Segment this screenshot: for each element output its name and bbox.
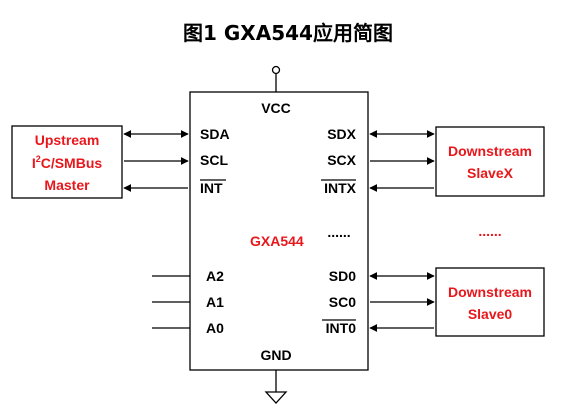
pin-int: INT bbox=[200, 180, 223, 196]
pin-int0: INT0 bbox=[326, 320, 357, 336]
between-slaves-dots: ...... bbox=[478, 223, 501, 239]
slave-0-box bbox=[435, 267, 545, 337]
pin-sdx: SDX bbox=[327, 126, 356, 142]
pin-sd0: SD0 bbox=[329, 268, 356, 284]
pin-sda: SDA bbox=[200, 126, 230, 142]
superscript-2: 2 bbox=[36, 154, 41, 164]
diagram-title: 图1 GXA544应用简图 bbox=[183, 21, 393, 45]
chip-dots: ...... bbox=[327, 224, 350, 240]
pin-a0: A0 bbox=[206, 320, 224, 336]
vcc-supply-terminal bbox=[271, 65, 281, 92]
pin-sc0: SC0 bbox=[329, 294, 356, 310]
slave-0-line2: Slave0 bbox=[468, 306, 513, 322]
chip-name: GXA544 bbox=[250, 233, 304, 249]
slave-x-line2: SlaveX bbox=[467, 165, 514, 181]
vcc-label: VCC bbox=[261, 100, 291, 116]
pin-intx: INTX bbox=[324, 180, 357, 196]
gnd-label: GND bbox=[260, 347, 291, 363]
master-line2: I2C/SMBus bbox=[32, 154, 103, 171]
pin-scl: SCL bbox=[200, 152, 228, 168]
chip-body bbox=[189, 91, 369, 371]
slave-x-box bbox=[435, 126, 545, 197]
pin-a1: A1 bbox=[206, 294, 224, 310]
master-box bbox=[11, 125, 123, 199]
slave-x-line1: Downstream bbox=[448, 143, 532, 159]
pin-scx: SCX bbox=[327, 152, 356, 168]
master-line3: Master bbox=[44, 177, 90, 193]
master-line1: Upstream bbox=[35, 132, 100, 148]
pin-a2: A2 bbox=[206, 268, 224, 284]
ground-symbol bbox=[264, 370, 288, 404]
slave-0-line1: Downstream bbox=[448, 284, 532, 300]
